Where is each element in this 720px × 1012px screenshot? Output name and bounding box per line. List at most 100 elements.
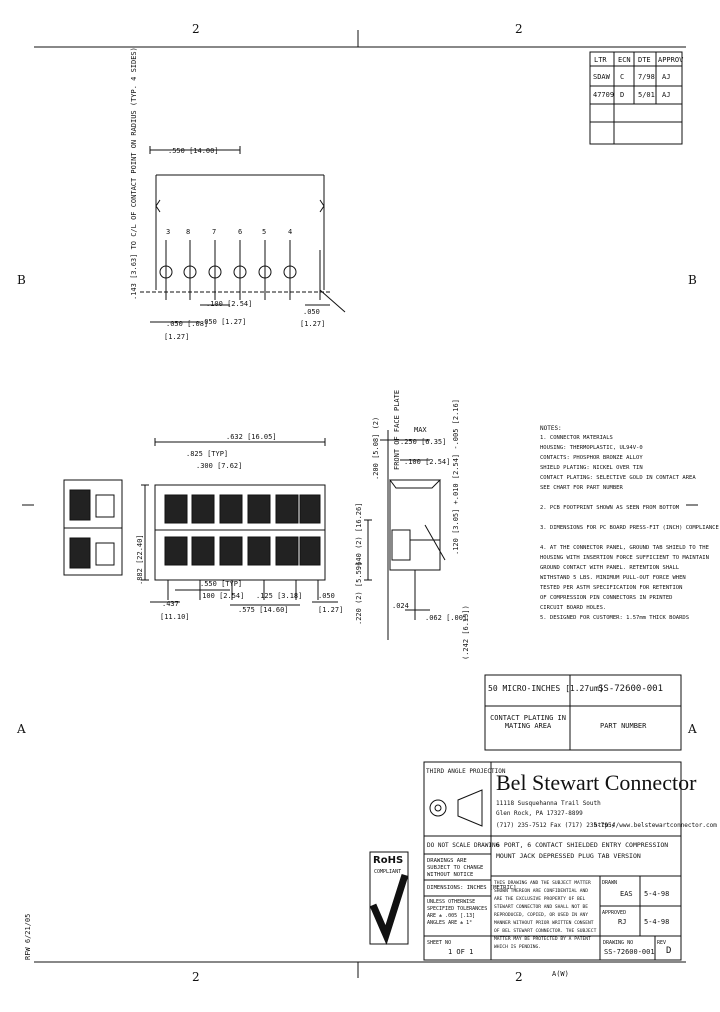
zone-bottom: 2 xyxy=(192,970,200,984)
rev-value: D xyxy=(666,946,672,956)
note-line: HOUSING WITH INSERTION FORCE SUFFICIENT … xyxy=(540,555,709,561)
note-line xyxy=(540,513,680,523)
drawing-number: SS-72600-001 xyxy=(604,948,655,956)
drawn-date: 5-4-98 xyxy=(644,890,670,898)
phone-fax: (717) 235-7512 Fax (717) 235-7954 xyxy=(496,822,616,829)
top-view-dim-left-mm: [1.27] xyxy=(164,333,190,341)
rev-header-approv: APPROV xyxy=(658,56,684,64)
rev-row2-ecn: D xyxy=(620,91,625,99)
note-line: 3. DIMENSIONS FOR PC BOARD PRESS-FIT (IN… xyxy=(540,525,719,531)
side-dim-max: MAX xyxy=(414,426,427,434)
company-name: Bel Stewart Connector xyxy=(496,770,697,795)
subject-change-note: DRAWINGS ARE SUBJECT TO CHANGE WITHOUT N… xyxy=(427,858,484,878)
note-line: SEE CHART FOR PART NUMBER xyxy=(540,485,623,491)
address-line-1: 11118 Susquehanna Trail South xyxy=(496,800,601,807)
pin-label-2: 7 xyxy=(212,228,217,236)
front-dim-typ1: .825 [TYP] xyxy=(186,450,229,458)
front-dim-left: .437 xyxy=(162,600,179,608)
zone-bottom-right: 2 xyxy=(515,970,523,984)
top-view-radius-callout: .143 [3.63] TO C/L OF CONTACT POINT ON R… xyxy=(130,47,138,300)
side-dim-250: .250 [6.35] xyxy=(400,438,447,446)
zone-top: 2 xyxy=(192,22,200,36)
side-dim-242: (.242 [6.15]) xyxy=(462,605,470,660)
note-line: WITHSTAND 5 LBS. MINIMUM PULL-OUT FORCE … xyxy=(540,575,686,581)
rev-row1-dte: 7/98 xyxy=(638,73,655,81)
top-view-dim-050: .050 [1.27] xyxy=(200,318,247,326)
projection-label: THIRD ANGLE PROJECTION xyxy=(426,768,506,775)
part-plating-value: 50 MICRO-INCHES [1.27um] xyxy=(488,684,604,693)
rev-row1-ecn: C xyxy=(620,73,625,81)
note-line xyxy=(540,493,680,503)
left-side-view xyxy=(63,479,123,576)
note-line xyxy=(540,533,680,543)
front-dim-width: .632 [16.05] xyxy=(226,433,277,441)
side-dim-100: .100 [2.54] xyxy=(404,458,451,466)
side-face-plate: FRONT OF FACE PLATE xyxy=(393,389,401,470)
front-dim-right: .050 xyxy=(318,592,335,600)
rev-header-ltr: LTR xyxy=(594,56,607,64)
pin-label-3: 6 xyxy=(238,228,243,236)
rev-table-grid xyxy=(589,51,683,145)
top-view-dim-100: .100 [2.54] xyxy=(206,300,253,308)
rev-row1-ltr: SDAW xyxy=(593,73,610,81)
note-line: 2. PCB FOOTPRINT SHOWN AS SEEN FROM BOTT… xyxy=(540,505,680,511)
rohs-logo xyxy=(369,851,409,945)
no-scale-note: DO NOT SCALE DRAWING xyxy=(427,842,500,849)
note-line: CIRCUIT BOARD HOLES. xyxy=(540,605,607,611)
zone-left-upper: B xyxy=(17,273,26,287)
top-view-dim-top: .550 [14.00] xyxy=(168,147,219,155)
sheet-label: SHEET NO xyxy=(427,940,452,946)
part-number-value: SS-72600-001 xyxy=(598,684,664,694)
drawing-no-label: DRAWING NO xyxy=(603,940,634,946)
top-view-dim-right: .050 xyxy=(303,308,320,316)
note-line: SHIELD PLATING: NICKEL OVER TIN xyxy=(540,465,643,471)
front-dim-typ2: .300 [7.62] xyxy=(196,462,243,470)
notes-block: NOTES: 1. CONNECTOR MATERIALS HOUSING: T… xyxy=(540,425,719,623)
zone-right-upper: B xyxy=(688,273,697,287)
note-line: TESTED PER ASTM SPECIFICATION FOR RETENT… xyxy=(540,585,683,591)
drawn-label: DRAWN xyxy=(602,880,618,886)
note-line: CONTACTS: PHOSPHOR BRONZE ALLOY xyxy=(540,455,643,461)
front-dim-b3: .575 [14.60] xyxy=(238,606,289,614)
note-line: 1. CONNECTOR MATERIALS xyxy=(540,435,613,441)
side-dim-220: .220 (2) [5.59] xyxy=(355,561,363,625)
proprietary-note: THIS DRAWING AND THE SUBJECT MATTER SHOW… xyxy=(494,881,597,950)
note-line: 4. AT THE CONNECTOR PANEL, GROUND TAB SH… xyxy=(540,545,709,551)
front-dim-height: .882 [22.40] xyxy=(136,534,144,585)
front-dim-b2: .125 [3.18] xyxy=(256,592,303,600)
side-dim-024: .024 xyxy=(392,602,409,610)
sheet-number: 1 OF 1 xyxy=(448,948,474,956)
notes-title: NOTES: xyxy=(540,425,562,432)
approved-label: APPROVED xyxy=(602,910,627,916)
rev-label: REV xyxy=(657,940,667,946)
zone-right-lower: A xyxy=(688,722,697,736)
rohs-sub: COMPLIANT xyxy=(374,869,402,875)
title-block-grid xyxy=(423,761,682,961)
side-stamp: RFW 6/21/05 xyxy=(24,913,32,960)
approved-date: 5-4-98 xyxy=(644,918,670,926)
front-view xyxy=(141,438,338,606)
dimensions-note: DIMENSIONS: INCHES [METRIC] xyxy=(427,885,517,891)
rev-row1-approv: AJ xyxy=(662,73,671,81)
pin-label-5: 4 xyxy=(288,228,293,236)
note-line: HOUSING: THERMOPLASTIC, UL94V-0 xyxy=(540,445,643,451)
rev-row2-ltr: 47709 xyxy=(593,91,615,99)
rev-row2-approv: AJ xyxy=(662,91,671,99)
front-dim-b1: .100 [2.54] xyxy=(198,592,245,600)
top-view-dim-left: .050 [.08] xyxy=(166,320,209,328)
zone-top-right: 2 xyxy=(515,22,523,36)
zone-left-lower: A xyxy=(17,722,26,736)
part-number-header: PART NUMBER xyxy=(600,722,647,730)
approved-by: RJ xyxy=(618,918,627,926)
part-table-grid xyxy=(484,674,682,751)
pin-label-4: 5 xyxy=(262,228,267,236)
side-dim-062: .062 [.00] xyxy=(425,614,468,622)
address-line-2: Glen Rock, PA 17327-8899 xyxy=(496,810,583,817)
top-view xyxy=(140,146,346,323)
sheet-size: A(W) xyxy=(552,970,569,978)
note-line: 5. DESIGNED FOR CUSTOMER: 1.57mm THICK B… xyxy=(540,615,690,621)
drawing-title: 6 PORT, 6 CONTACT SHIELDED ENTRY COMPRES… xyxy=(496,841,669,860)
website-link[interactable]: http://www.belstewartconnector.com xyxy=(594,822,717,829)
front-dim-left-mm: [11.10] xyxy=(160,613,190,621)
